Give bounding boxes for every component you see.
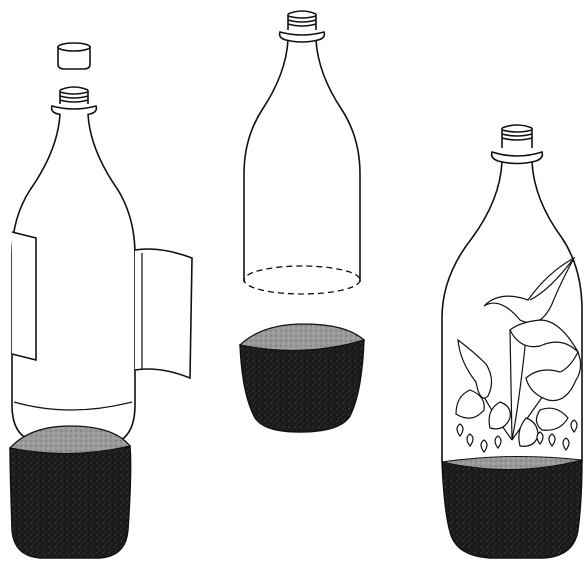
step-1-bottle-with-label bbox=[12, 43, 192, 445]
peeled-label-icon bbox=[135, 249, 192, 378]
cut-line-icon bbox=[244, 266, 360, 294]
step-3-terrarium bbox=[442, 125, 582, 558]
step-2-bottle-top bbox=[244, 11, 360, 294]
bottle-neck-icon bbox=[60, 87, 88, 104]
step-1-soil-base bbox=[10, 426, 131, 558]
loose-cap-icon bbox=[58, 43, 90, 69]
bottle-top-body-icon bbox=[244, 40, 360, 282]
plant-icon bbox=[456, 258, 581, 452]
step-2-soil-base bbox=[240, 324, 364, 432]
label-flap-icon bbox=[12, 232, 36, 360]
